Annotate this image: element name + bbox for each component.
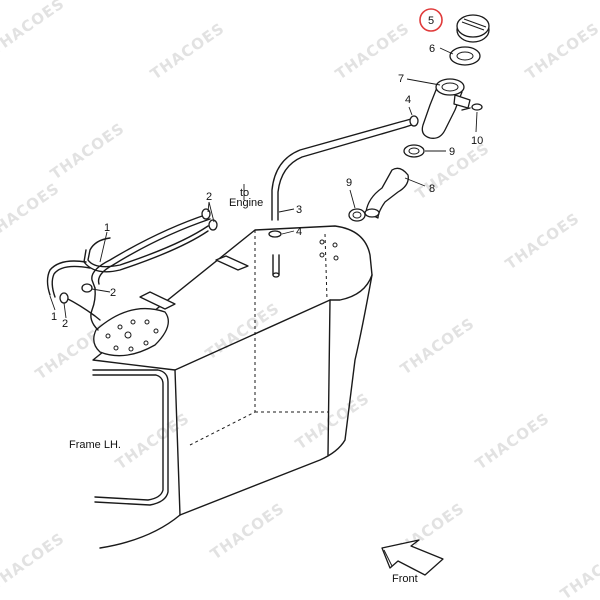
filler-cap — [456, 14, 490, 43]
watermark: THACOES — [0, 529, 68, 593]
watermark: THACOES — [557, 539, 600, 600]
callout-9-left: 9 — [346, 177, 352, 189]
callout-3: 3 — [296, 204, 302, 216]
hose-band-9-lower — [348, 208, 366, 222]
filler-gasket — [449, 46, 481, 66]
to-engine-label-line1: to — [240, 187, 249, 199]
callout-6: 6 — [429, 43, 435, 55]
callout-1-bottom: 1 — [51, 311, 57, 323]
watermark: THACOES — [0, 179, 63, 243]
callout-2-top: 2 — [206, 191, 212, 203]
breather-hose — [268, 117, 415, 278]
watermark: THACOES — [292, 389, 373, 453]
filler-hose — [364, 167, 409, 219]
to-engine-label-line2: Engine — [229, 197, 263, 209]
leader-lines — [49, 47, 478, 319]
callout-4-mid: 4 — [296, 226, 302, 238]
callout-2-mid: 2 — [110, 287, 116, 299]
callout-7: 7 — [398, 73, 404, 85]
callout-10: 10 — [471, 135, 483, 147]
fuel-tank — [92, 225, 373, 549]
watermark: THACOES — [502, 209, 583, 273]
hose-band-9-upper — [403, 144, 425, 158]
frame-lh-label: Frame LH. — [69, 439, 121, 451]
front-label: Front — [392, 573, 418, 585]
sender-unit-flange — [93, 291, 176, 357]
callout-5: 5 — [428, 15, 434, 27]
frame-rail — [92, 369, 169, 506]
callouts: 1 1 2 2 2 3 4 4 5 6 7 8 9 9 10 — [51, 8, 483, 330]
watermark: THACOES — [397, 314, 478, 378]
filler-neck — [421, 78, 471, 139]
clamp-4 — [409, 115, 419, 127]
callout-5-highlight — [419, 8, 443, 32]
watermark: THACOES — [202, 299, 283, 363]
bolt-10 — [461, 103, 483, 111]
callout-4-top: 4 — [405, 94, 411, 106]
watermark: THACOES — [112, 409, 193, 473]
watermark: THACOES — [147, 19, 228, 83]
front-arrow-icon — [381, 539, 444, 576]
hose-clamps — [59, 208, 218, 304]
watermark: THACOES — [207, 499, 288, 563]
callout-1-top: 1 — [104, 222, 110, 234]
callout-8: 8 — [429, 183, 435, 195]
callout-2-bottom: 2 — [62, 318, 68, 330]
fuel-hoses — [46, 213, 211, 331]
watermark: THACOES — [47, 119, 128, 183]
watermark: THACOES — [472, 409, 553, 473]
watermark: THACOES — [522, 19, 600, 83]
callout-9-right: 9 — [449, 146, 455, 158]
watermark: THACOES — [0, 0, 68, 58]
